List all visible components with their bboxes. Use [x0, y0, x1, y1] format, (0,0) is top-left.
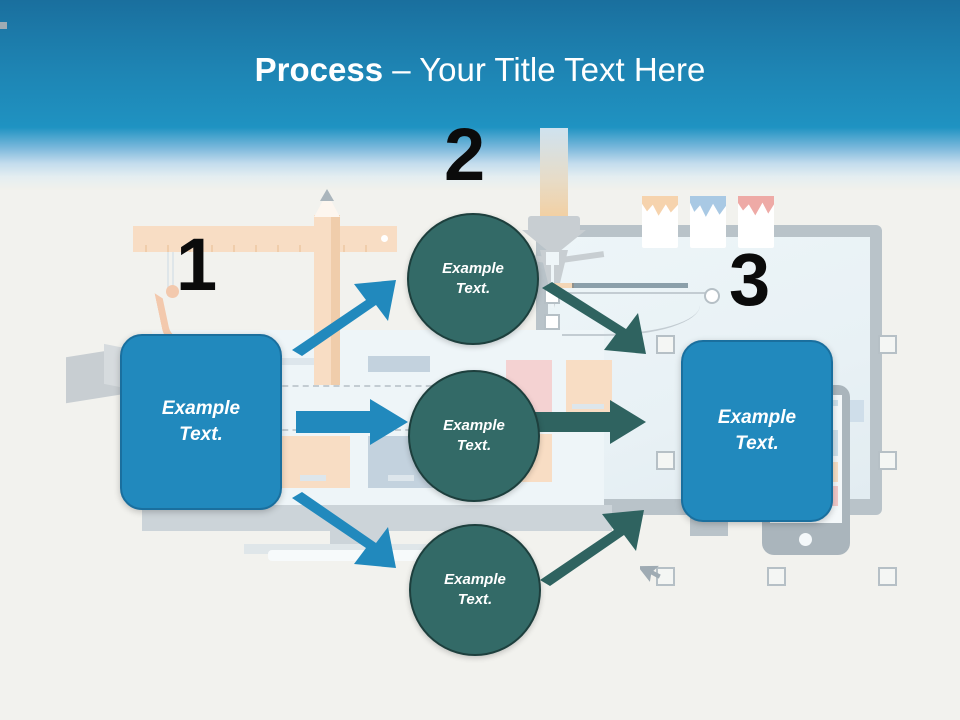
step-1-box[interactable]: Example Text. [120, 334, 282, 510]
step-2-circle-bottom[interactable]: Example Text. [409, 524, 541, 656]
slide-title-separator: – [383, 51, 420, 88]
step-1-label-line2: Text. [179, 424, 223, 445]
arrow-step1-to-circle-middle [296, 399, 410, 445]
step-number-1: 1 [176, 223, 218, 306]
step-2-circle-bottom-label-line1: Example [444, 570, 506, 588]
step-2-circle-middle[interactable]: Example Text. [408, 370, 540, 502]
screen-content-line [300, 475, 326, 481]
slide-title-bold: Process [254, 51, 384, 88]
screen-content-line [278, 358, 340, 365]
paint-tube-icon [738, 196, 774, 248]
step-3-box[interactable]: Example Text. [681, 340, 833, 522]
paint-tube-icon [690, 196, 726, 248]
ruler-icon [133, 226, 397, 252]
step-1-label-line1: Example [161, 398, 241, 420]
pencil-tip [320, 189, 334, 201]
slide-title: Process – Your Title Text Here [0, 50, 960, 90]
arrow-circle-bottom-to-step3 [536, 500, 658, 586]
step-3-label-line2: Text. [735, 433, 779, 454]
paint-tube-icon [642, 196, 678, 248]
path-highlight-dark [572, 283, 688, 288]
hook-knob [166, 285, 179, 298]
cursor-arrow-icon [637, 555, 666, 585]
selection-handle [878, 335, 897, 354]
step-2-circle-middle-label-line2: Text. [456, 437, 492, 454]
arrow-step1-to-circle-bottom [288, 492, 410, 578]
screen-content-line [572, 404, 604, 409]
step-number-2: 2 [444, 113, 486, 196]
header-gradient-band [0, 0, 960, 190]
cursor-trail-dot [0, 22, 7, 29]
selection-handle [656, 451, 675, 470]
pencil-shade [331, 215, 340, 385]
selection-handle [878, 451, 897, 470]
step-3-label-line1: Example [717, 407, 797, 429]
step-2-circle-top-label-line1: Example [442, 259, 504, 277]
step-number-3: 3 [729, 238, 771, 321]
arrow-circle-top-to-step3 [538, 282, 660, 364]
pen-cap [528, 216, 580, 232]
arrow-step1-to-circle-top [288, 272, 410, 356]
pen-ink-stream [540, 128, 568, 220]
screen-content-block [368, 356, 430, 372]
tablet-home-button [799, 533, 812, 546]
bezier-anchor-point [544, 314, 560, 330]
hook-string [172, 252, 174, 296]
slide-title-light: Your Title Text Here [419, 51, 706, 88]
selection-handle [878, 567, 897, 586]
selection-handle [656, 335, 675, 354]
bezier-control-point [704, 288, 720, 304]
step-2-circle-bottom-label-line2: Text. [457, 591, 493, 608]
path-highlight-warm [552, 283, 574, 288]
step-2-circle-middle-label-line1: Example [443, 416, 505, 434]
step-2-circle-top[interactable]: Example Text. [407, 213, 539, 345]
screen-content-line [388, 475, 414, 481]
selection-handle [767, 567, 786, 586]
hook-string [167, 252, 169, 296]
arrow-circle-middle-to-step3 [534, 399, 648, 445]
step-2-circle-top-label-line2: Text. [455, 280, 491, 297]
desktop-monitor-base-shadow [244, 544, 476, 554]
